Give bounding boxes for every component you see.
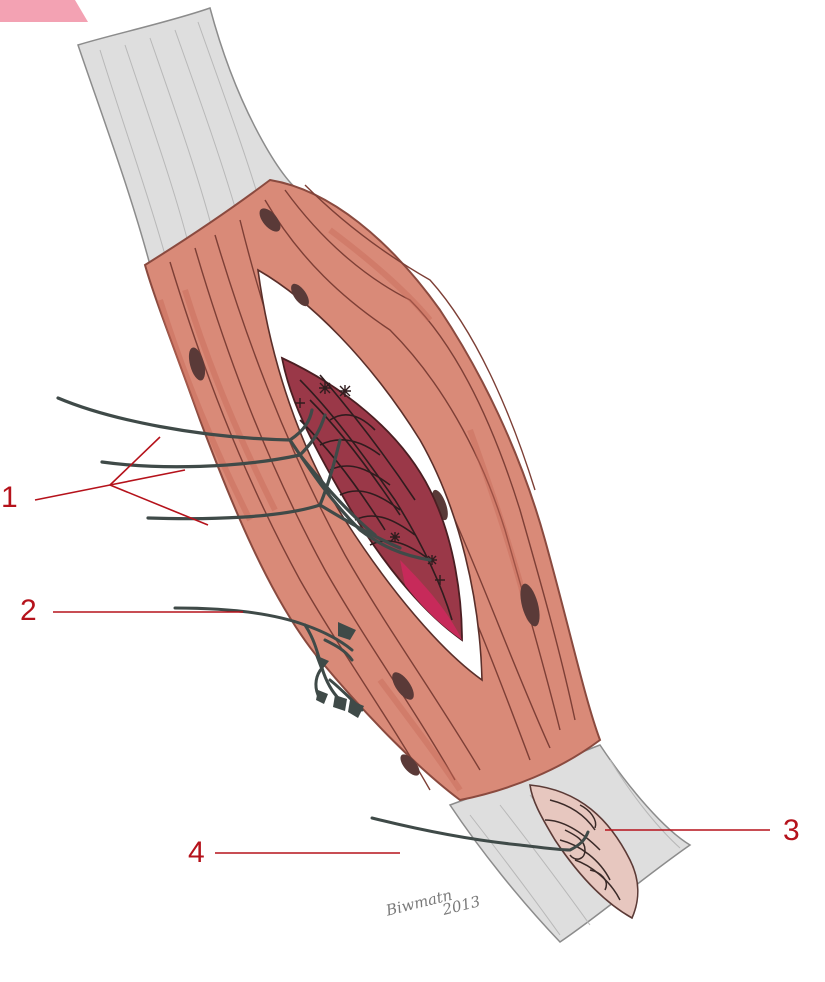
- label-3: 3: [783, 814, 800, 847]
- artist-signature: Biwmatn 2013: [383, 880, 482, 933]
- label-2: 2: [20, 594, 37, 627]
- label-1: 1: [1, 481, 18, 514]
- corner-tab: [0, 0, 88, 22]
- label-4: 4: [188, 836, 205, 869]
